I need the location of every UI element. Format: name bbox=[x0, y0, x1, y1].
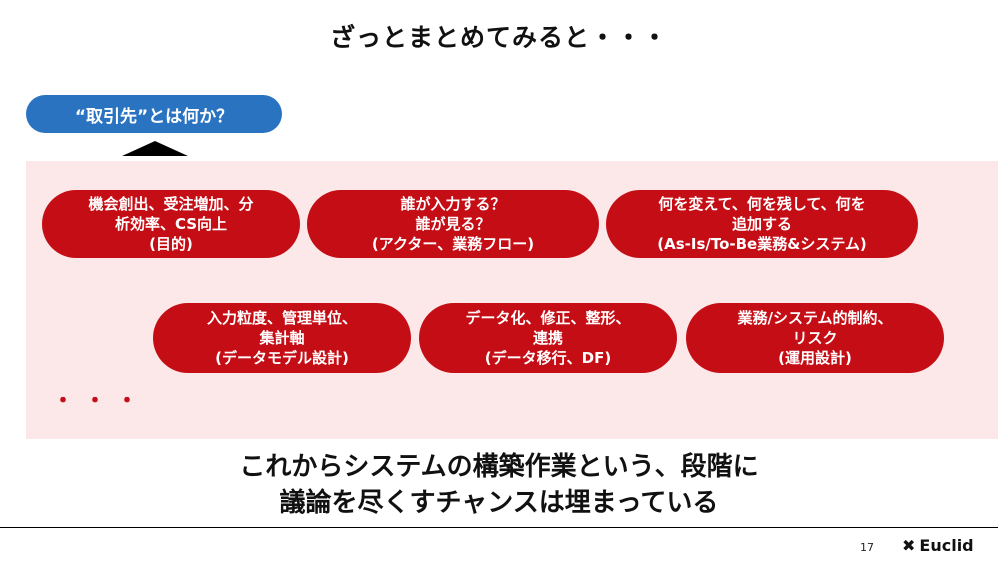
box-line: (データモデル設計) bbox=[215, 349, 349, 367]
box-line: 誰が入力する？ bbox=[400, 195, 506, 213]
box-line: 入力粒度、管理単位、 bbox=[206, 309, 357, 327]
company-logo: ✖ Euclid bbox=[902, 536, 974, 555]
box-line: 誰が見る？ bbox=[415, 215, 491, 233]
conclusion-text: これからシステムの構築作業という、段階に 議論を尽くすチャンスは埋まっている bbox=[0, 449, 998, 521]
conclusion-line: 議論を尽くすチャンスは埋まっている bbox=[279, 488, 719, 518]
box-data-migration: データ化、修正、整形、 連携 (データ移行、DF) bbox=[419, 303, 677, 373]
logo-mark-icon: ✖ bbox=[902, 536, 916, 555]
box-operation: 業務/システム的制約、 リスク (運用設計) bbox=[686, 303, 944, 373]
slide-title: ざっとまとめてみると・・・ bbox=[329, 23, 668, 52]
box-line: (データ移行、DF) bbox=[484, 349, 612, 367]
ellipsis: ・・・ bbox=[52, 389, 149, 414]
question-badge: “取引先”とは何か？ bbox=[26, 95, 282, 133]
box-line: (運用設計) bbox=[778, 349, 852, 367]
box-actor: 誰が入力する？ 誰が見る？ (アクター、業務フロー) bbox=[307, 190, 599, 258]
box-purpose: 機会創出、受注増加、分 析効率、CS向上 (目的) bbox=[42, 190, 300, 258]
box-line: 機会創出、受注増加、分 bbox=[88, 195, 254, 213]
box-line: 析効率、CS向上 bbox=[114, 215, 228, 233]
page-number: 17 bbox=[860, 541, 874, 554]
box-line: リスク bbox=[792, 329, 838, 347]
box-line: (目的) bbox=[149, 235, 193, 253]
box-line: 追加する bbox=[731, 215, 792, 233]
box-line: 業務/システム的制約、 bbox=[737, 309, 893, 327]
logo-text: Euclid bbox=[919, 536, 974, 555]
box-line: 連携 bbox=[532, 329, 563, 347]
footer-divider bbox=[0, 527, 998, 528]
box-line: データ化、修正、整形、 bbox=[465, 309, 631, 327]
up-arrow-icon bbox=[122, 141, 188, 156]
box-data-model: 入力粒度、管理単位、 集計軸 (データモデル設計) bbox=[153, 303, 411, 373]
conclusion-line: これからシステムの構築作業という、段階に bbox=[239, 452, 759, 482]
box-line: (アクター、業務フロー) bbox=[371, 235, 535, 253]
box-line: (As-Is/To-Be業務&システム) bbox=[657, 235, 867, 253]
box-line: 集計軸 bbox=[259, 329, 305, 347]
box-line: 何を変えて、何を残して、何を bbox=[658, 195, 866, 213]
box-asis-tobe: 何を変えて、何を残して、何を 追加する (As-Is/To-Be業務&システム) bbox=[606, 190, 918, 258]
